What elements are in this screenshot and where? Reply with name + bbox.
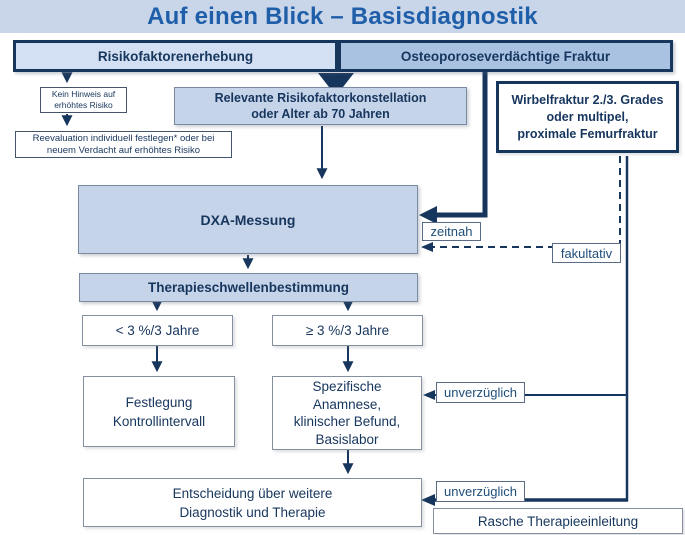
node-spezifische-anamnese: Spezifische Anamnese, klinischer Befund,… bbox=[272, 376, 422, 450]
header-osteoporoseverdaechtige-fraktur: Osteoporoseverdächtige Fraktur bbox=[338, 40, 673, 72]
edge-label-zeitnah: zeitnah bbox=[422, 222, 481, 241]
node-reevaluation: Reevaluation individuell festlegen* oder… bbox=[15, 131, 232, 158]
node-wirbelfraktur: Wirbelfraktur 2./3. Grades oder multipel… bbox=[496, 81, 679, 153]
arrow-header-to-relevante bbox=[318, 73, 354, 96]
edge-fakultativ-arrowhead bbox=[421, 242, 433, 252]
node-ge-3-percent: ≥ 3 %/3 Jahre bbox=[272, 315, 423, 346]
title-strip bbox=[0, 0, 685, 33]
node-kein-hinweis: Kein Hinweis auf erhöhtes Risiko bbox=[40, 87, 127, 113]
edge-label-fakultativ: fakultativ bbox=[552, 243, 621, 263]
edge-zeitnah-arrowhead bbox=[419, 206, 437, 224]
node-festlegung-kontrollintervall: Festlegung Kontrollintervall bbox=[83, 376, 235, 447]
page-title: Auf einen Blick – Basisdiagnostik bbox=[147, 3, 538, 30]
node-therapieschwellenbestimmung: Therapieschwellenbestimmung bbox=[79, 273, 418, 302]
node-relevante-risikofaktorkonstellation: Relevante Risikofaktorkonstellation oder… bbox=[174, 87, 467, 125]
node-dxa-messung: DXA-Messung bbox=[78, 185, 418, 254]
edge-label-unverzueglich-top: unverzüglich bbox=[436, 382, 525, 403]
node-entscheidung: Entscheidung über weitere Diagnostik und… bbox=[83, 478, 422, 527]
edge-unverzueglich-top-arrowhead bbox=[423, 390, 435, 400]
edge-label-unverzueglich-bottom: unverzüglich bbox=[436, 481, 525, 502]
node-rasche-therapieeinleitung: Rasche Therapieeinleitung bbox=[433, 508, 683, 534]
edge-unverzueglich-bottom-arrowhead bbox=[421, 494, 435, 506]
node-lt-3-percent: < 3 %/3 Jahre bbox=[82, 315, 233, 346]
header-risikofaktorenerhebung: Risikofaktorenerhebung bbox=[13, 40, 338, 72]
edge-zeitnah-path bbox=[437, 72, 488, 218]
